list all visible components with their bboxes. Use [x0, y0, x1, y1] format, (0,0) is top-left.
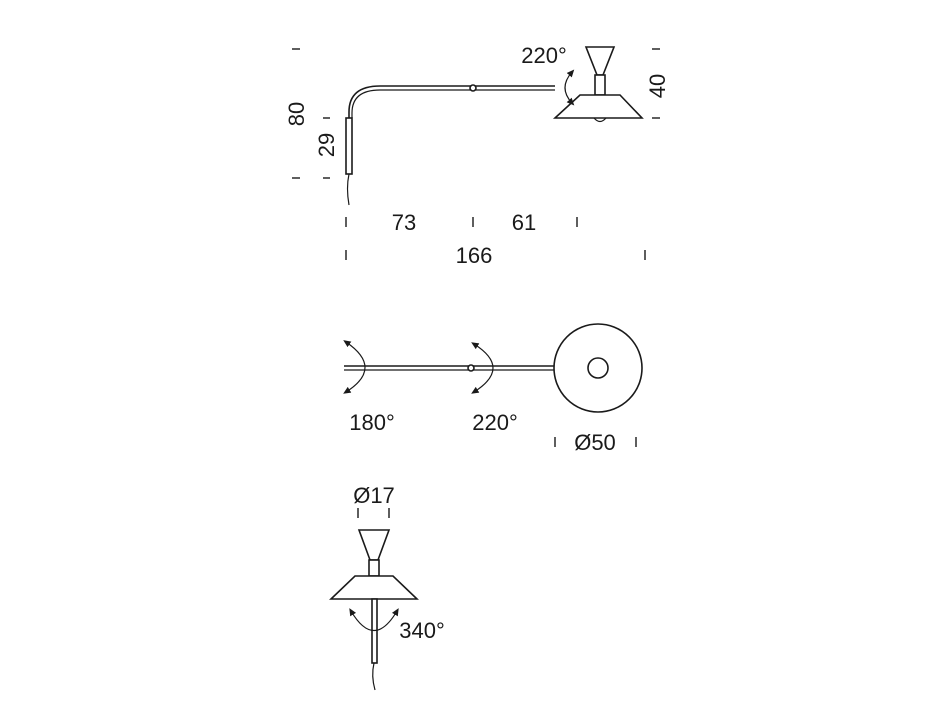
lamp-shade — [552, 94, 644, 119]
label-height-total: 80 — [284, 102, 309, 126]
side-view: 80 29 220° 40 73 61 166 — [284, 43, 670, 268]
label-height-base: 29 — [314, 133, 339, 157]
front-view: Ø17 340° — [329, 483, 445, 691]
power-cord — [346, 173, 350, 206]
arm-joint — [469, 84, 477, 92]
arm-joint-top — [467, 364, 475, 372]
label-total-length: 166 — [456, 243, 493, 268]
bulb — [593, 117, 607, 123]
label-shade-diameter: Ø50 — [574, 430, 616, 455]
label-arm-b: 61 — [512, 210, 536, 235]
rotation-arrow-icon — [471, 342, 494, 394]
rotation-arrow-icon — [343, 340, 366, 394]
label-arm-a: 73 — [392, 210, 416, 235]
label-cone-diameter: Ø17 — [353, 483, 395, 508]
power-cord — [372, 662, 376, 691]
lamp-neck — [594, 74, 606, 96]
upper-cone — [357, 529, 391, 561]
upper-cone — [584, 46, 616, 76]
label-shade-height: 40 — [645, 74, 670, 98]
wall-mount — [345, 117, 353, 175]
lamp-neck — [368, 559, 380, 577]
label-rotation-joint: 220° — [472, 410, 518, 435]
rotation-arrow-icon — [564, 69, 575, 106]
label-rotation-wall: 180° — [349, 410, 395, 435]
label-rotation-shade: 340° — [399, 618, 445, 643]
rotation-arrow-icon — [349, 608, 399, 631]
shade-center — [587, 357, 609, 379]
lamp-shade — [329, 575, 419, 600]
top-view: 180° 220° Ø50 — [343, 323, 643, 455]
lamp-arm — [348, 85, 555, 118]
label-rotation-top: 220° — [521, 43, 567, 68]
